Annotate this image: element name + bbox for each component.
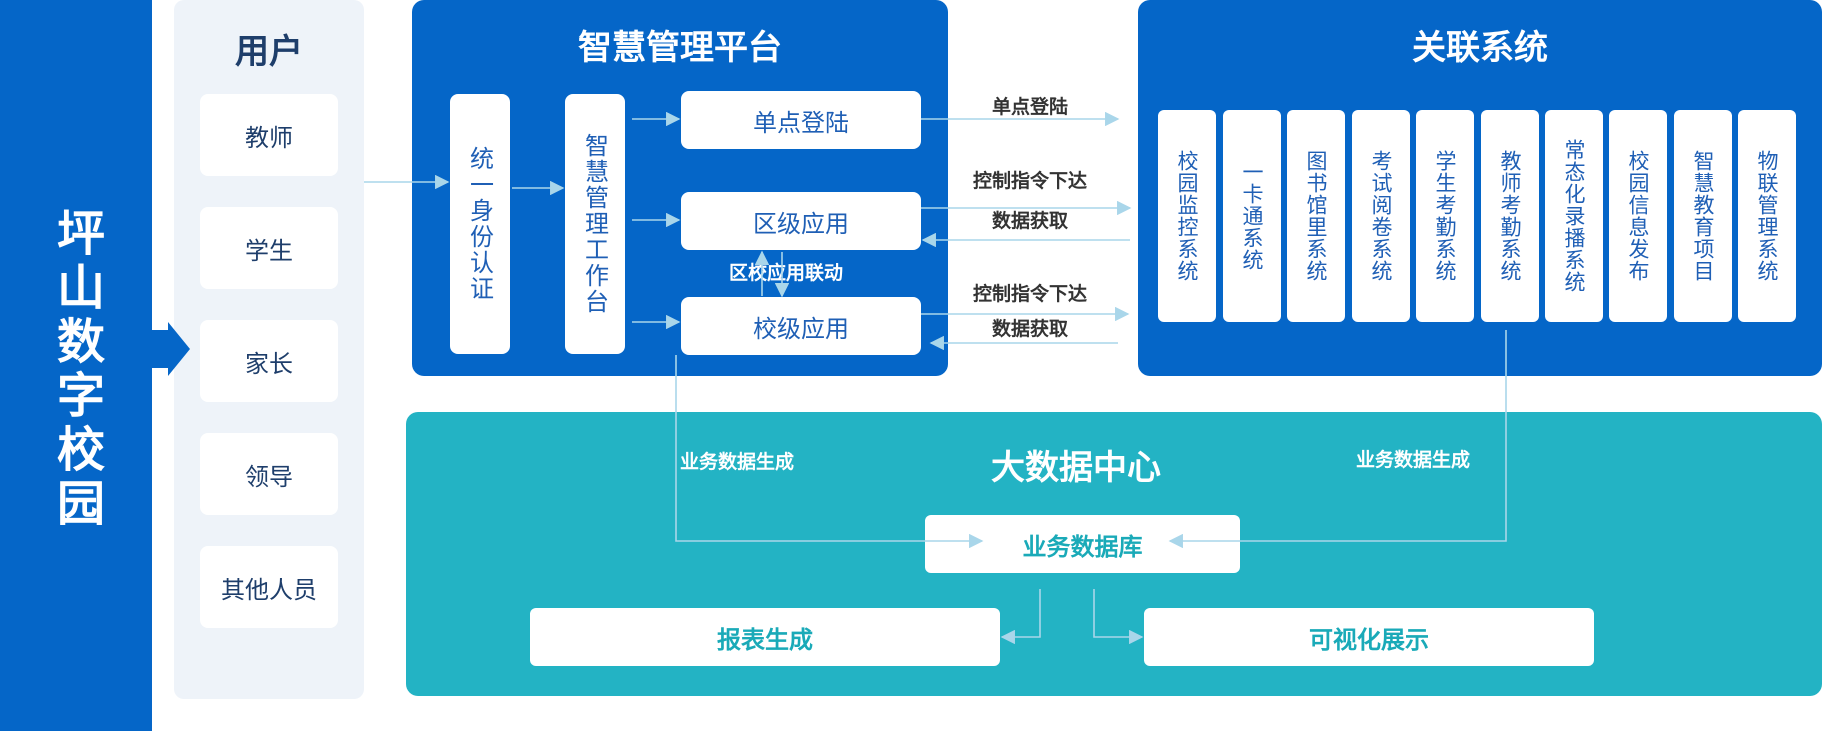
user-card-parent[interactable]: 家长 — [200, 320, 338, 402]
system-recording[interactable]: 常态化录播系统 — [1545, 110, 1603, 322]
user-card-teacher[interactable]: 教师 — [200, 94, 338, 176]
left-title: 坪山数字校园 — [48, 208, 104, 532]
system-teacher-attendance[interactable]: 教师考勤系统 — [1481, 110, 1539, 322]
user-card-leader[interactable]: 领导 — [200, 433, 338, 515]
flow-label-control-2: 控制指令下达 — [972, 283, 1087, 305]
visualization-card[interactable]: 可视化展示 — [1144, 608, 1594, 666]
users-title: 用户 — [235, 32, 303, 72]
left-title-bar — [0, 0, 152, 731]
district-app-card[interactable]: 区级应用 — [681, 192, 921, 250]
left-big-arrow — [152, 322, 190, 376]
biz-data-gen-left: 业务数据生成 — [680, 451, 795, 473]
school-app-card[interactable]: 校级应用 — [681, 297, 921, 355]
system-info-release[interactable]: 校园信息发布 — [1609, 110, 1667, 322]
flow-label-sso: 单点登陆 — [991, 96, 1068, 118]
system-student-attendance[interactable]: 学生考勤系统 — [1416, 110, 1474, 322]
biz-data-gen-right: 业务数据生成 — [1356, 449, 1471, 471]
workbench-card[interactable]: 智慧管理工作台 — [565, 94, 625, 354]
identity-auth-card[interactable]: 统一身份认证 — [450, 94, 510, 354]
system-one-card[interactable]: 一卡通系统 — [1223, 110, 1281, 322]
report-card[interactable]: 报表生成 — [530, 608, 1000, 666]
flow-label-data-1: 数据获取 — [991, 210, 1068, 232]
system-library[interactable]: 图书馆里系统 — [1287, 110, 1345, 322]
sso-card[interactable]: 单点登陆 — [681, 91, 921, 149]
system-iot[interactable]: 物联管理系统 — [1738, 110, 1796, 322]
system-smart-education[interactable]: 智慧教育项目 — [1674, 110, 1732, 322]
user-card-student[interactable]: 学生 — [200, 207, 338, 289]
system-exam-grading[interactable]: 考试阅卷系统 — [1352, 110, 1410, 322]
related-systems-title: 关联系统 — [1412, 28, 1548, 68]
platform-title: 智慧管理平台 — [578, 28, 782, 68]
user-card-others[interactable]: 其他人员 — [200, 546, 338, 628]
system-campus-monitor[interactable]: 校园监控系统 — [1158, 110, 1216, 322]
flow-label-data-2: 数据获取 — [991, 318, 1068, 340]
bigdata-title: 大数据中心 — [991, 448, 1161, 488]
flow-label-control-1: 控制指令下达 — [972, 170, 1087, 192]
linkage-label: 区校应用联动 — [728, 262, 843, 284]
